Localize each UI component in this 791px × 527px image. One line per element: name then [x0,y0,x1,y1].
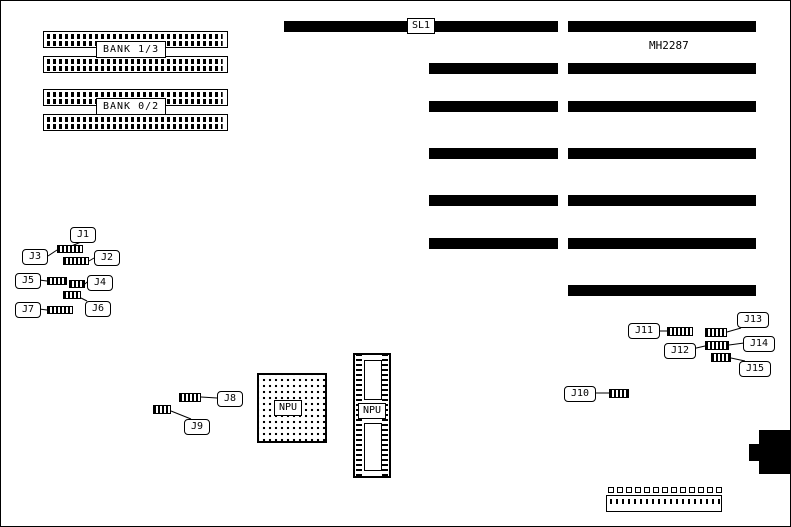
leader-line [84,281,88,285]
jumper-pins-j9 [153,405,171,414]
dip-body-lower [364,423,382,471]
isa-slot [568,63,756,74]
isa-slot [429,195,558,206]
jumper-label-j15: J15 [739,361,771,377]
isa-slot [429,148,558,159]
power-connector [606,487,722,514]
pga-socket: NPU [257,373,327,443]
jumper-label-j11: J11 [628,323,660,339]
jumper-pins-j1 [57,245,83,253]
jumper-label-j6: J6 [85,301,111,317]
jumper-label-j3: J3 [22,249,48,265]
isa-slot [568,21,756,32]
leader-line [200,396,218,399]
leader-line [47,249,58,257]
jumper-pins-j6 [63,291,81,299]
jumper-pins-j8 [179,393,201,402]
jumper-label-j13: J13 [737,312,769,328]
bank-label-0-2: BANK 0/2 [96,98,167,115]
isa-slot [568,195,756,206]
npu-label-pga: NPU [274,400,303,416]
jumper-pins-j7 [47,306,73,314]
power-connector-body [606,495,722,512]
isa-slot [568,101,756,112]
npu-label-dip: NPU [358,403,387,419]
jumper-pins-j15 [711,353,731,362]
jumper-pins-j13 [705,328,727,337]
jumper-label-j5: J5 [15,273,41,289]
jumper-label-j1: J1 [70,227,96,243]
jumper-label-j14: J14 [743,336,775,352]
leader-line [726,327,742,333]
dip-socket: NPU [353,353,391,478]
simm-socket [43,31,228,48]
simm-socket [43,89,228,106]
jumper-pins-j10 [609,389,629,398]
simm-socket [43,114,228,131]
leader-line [88,257,95,262]
leader-line [80,297,88,302]
leader-line [730,357,746,362]
isa-slot [568,285,756,296]
jumper-pins-j4 [69,280,85,288]
isa-slot [429,101,558,112]
keyboard-connector [759,430,790,474]
jumper-pins-j11 [667,327,693,336]
jumper-label-j7: J7 [15,302,41,318]
leader-line [728,342,745,346]
jumper-label-j8: J8 [217,391,243,407]
isa-slot [568,148,756,159]
bank-label-1-3: BANK 1/3 [96,41,167,58]
dip-body-upper [364,360,382,400]
isa-slot [568,238,756,249]
jumper-label-j4: J4 [87,275,113,291]
jumper-label-j2: J2 [94,250,120,266]
jumper-pins-j2 [63,257,89,265]
isa-slot [429,238,558,249]
jumper-pins-j14 [705,341,729,350]
leader-line [170,410,192,420]
slot-label-sl1: SL1 [407,18,436,34]
keyboard-connector-tab [749,444,761,461]
jumper-label-j12: J12 [664,343,696,359]
jumper-label-j10: J10 [564,386,596,402]
jumper-label-j9: J9 [184,419,210,435]
jumper-pins-j5 [47,277,67,285]
power-connector-pins [608,487,722,494]
isa-slot [429,63,558,74]
board-model: MH2287 [649,39,689,52]
